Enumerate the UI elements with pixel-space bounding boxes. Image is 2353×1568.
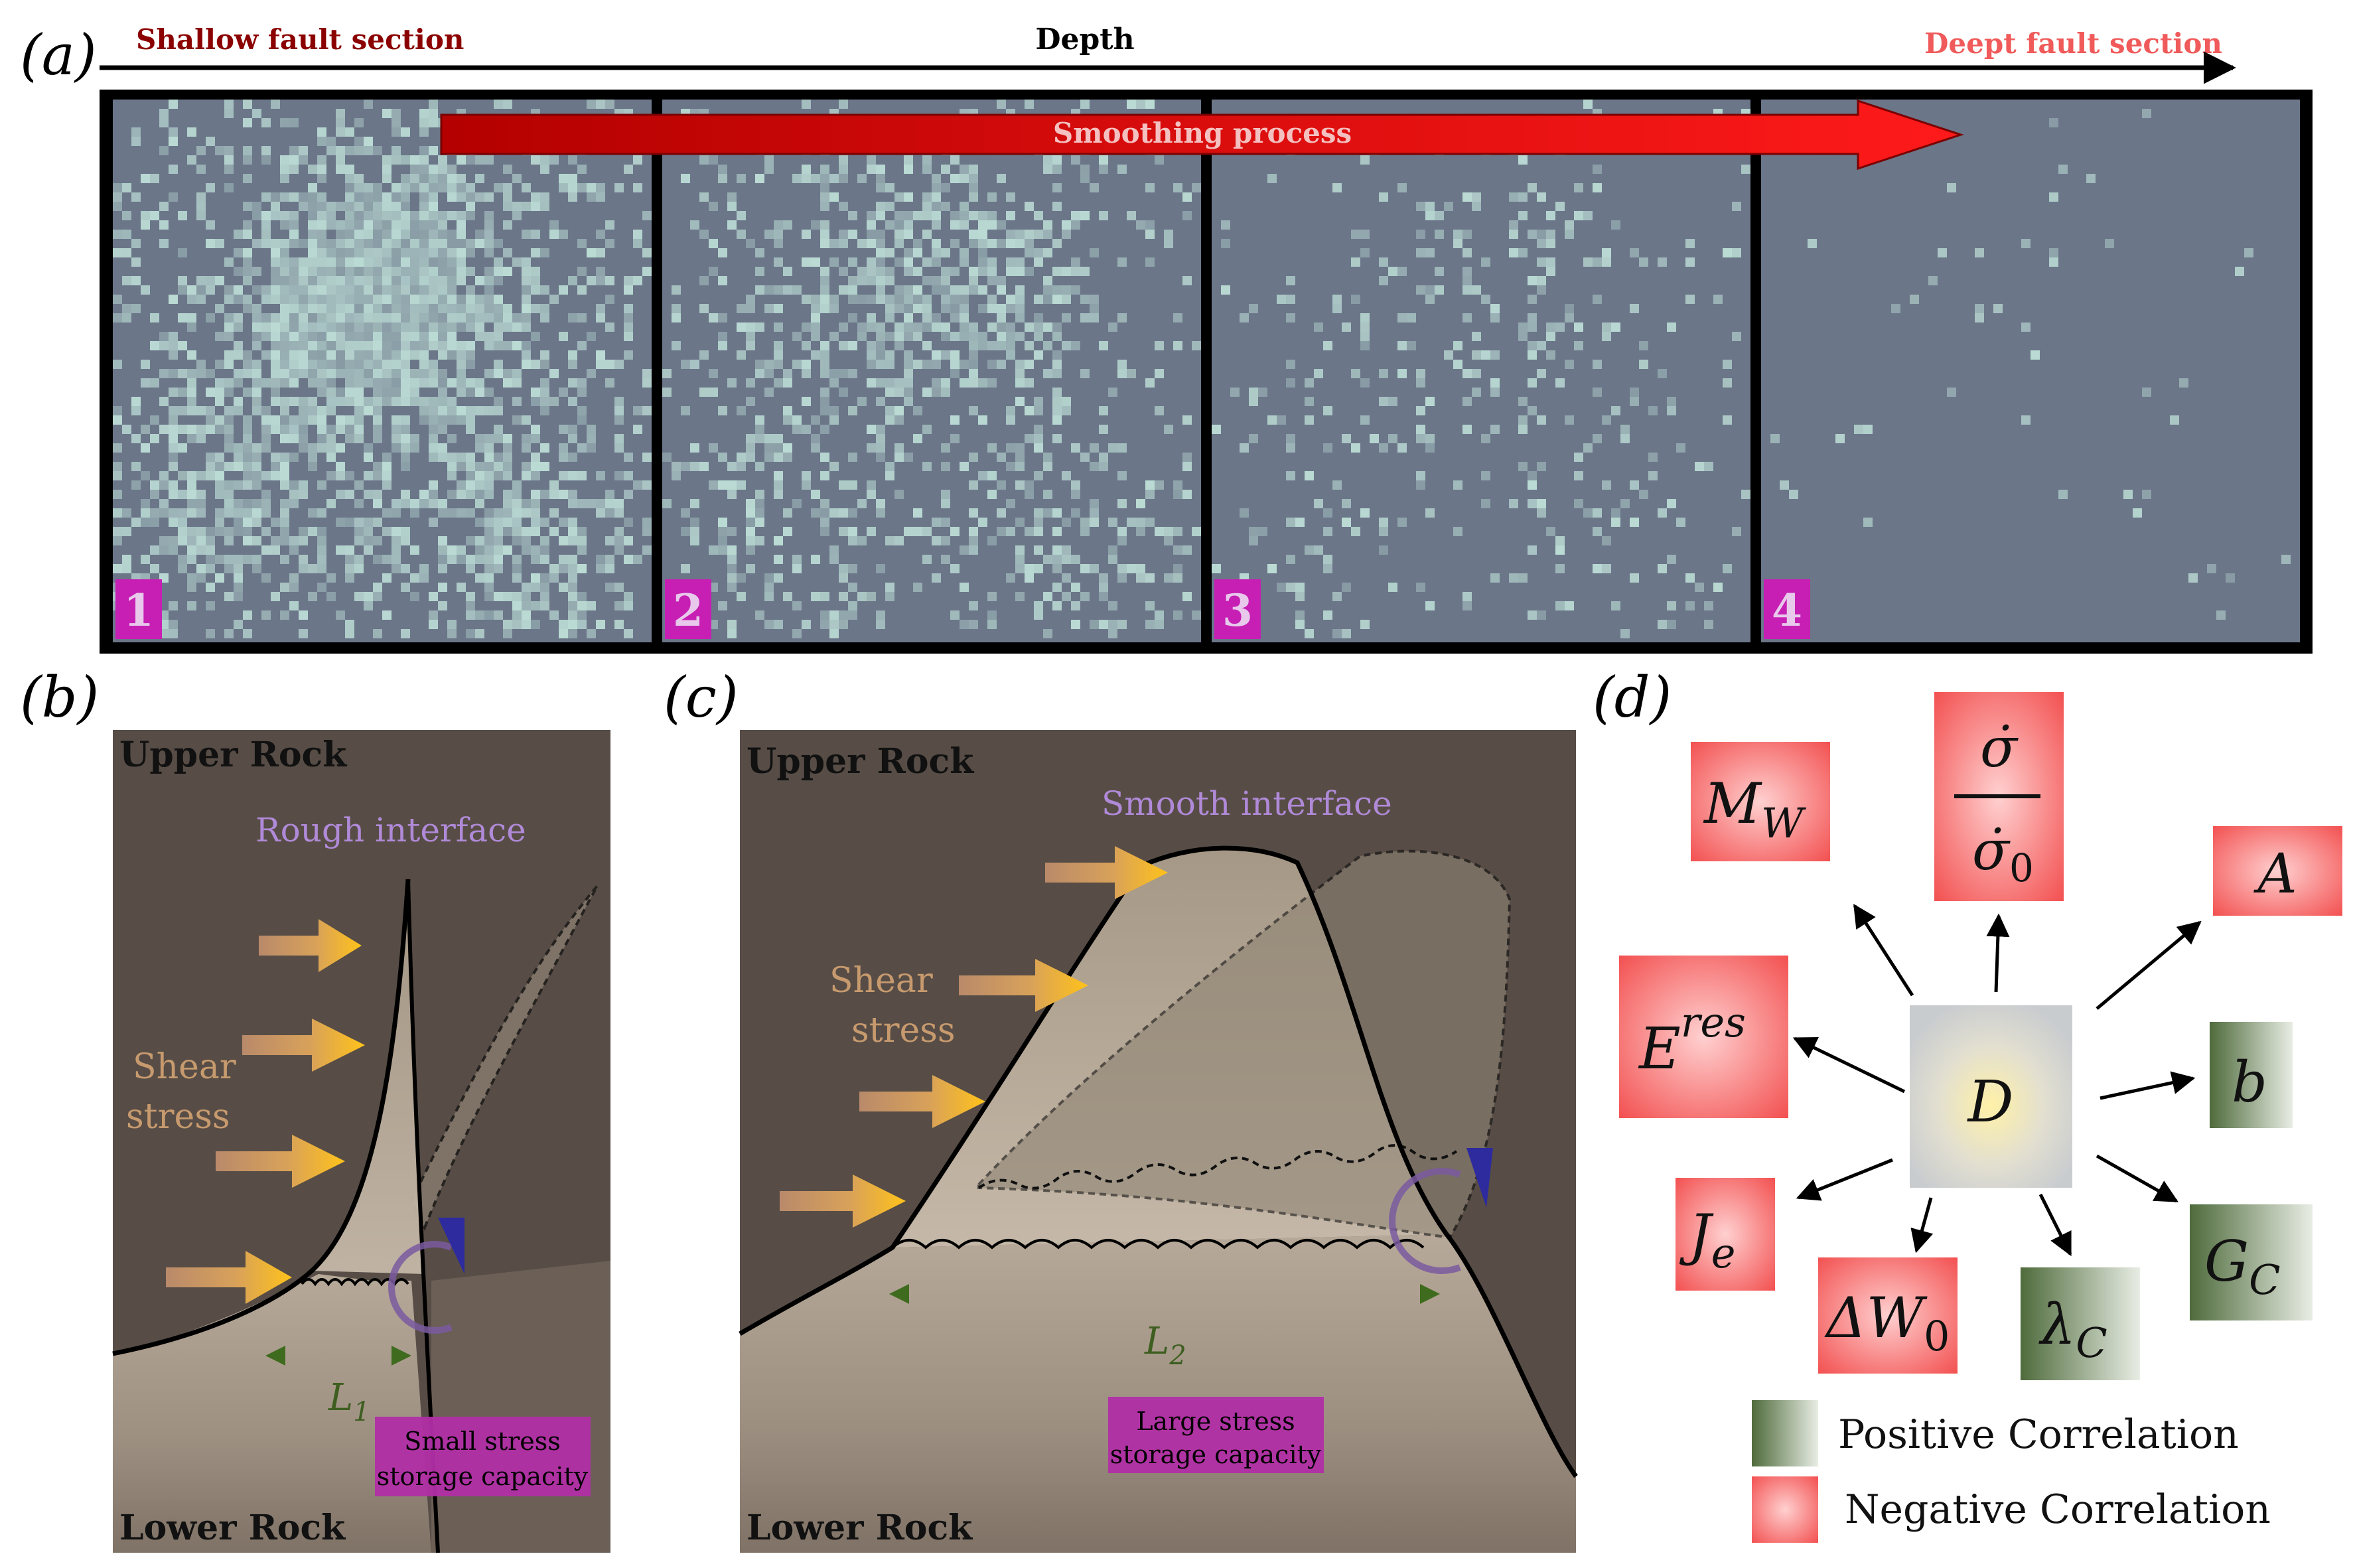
capacity-box-c <box>1108 1397 1324 1473</box>
correlation-arrows <box>1792 904 2202 1257</box>
shear-arrows-b <box>166 919 365 1304</box>
asperity-b <box>312 879 425 1274</box>
panel-a-label: (a) <box>20 23 97 88</box>
node-lc <box>2021 1267 2140 1380</box>
capacity-text-c-1: Large stress <box>1136 1407 1295 1436</box>
node-eres <box>1619 956 1788 1118</box>
node-lc-text: λC <box>2038 1292 2107 1367</box>
panel-c-label: (c) <box>664 665 739 730</box>
node-mw-text: MW <box>1703 771 1806 847</box>
panel-d: (d) D MW σ̇ σ̇0 A Eres <box>1593 665 2342 1543</box>
node-sigma-denominator: σ̇0 <box>1972 820 2034 891</box>
panel-c: (c) L2 Upper Rock Lower Rock Smooth inte… <box>664 665 1578 1553</box>
smoothing-label: Smoothing process <box>1053 117 1352 149</box>
lower-rock-b <box>113 1274 431 1553</box>
node-b-text: b <box>2232 1050 2267 1115</box>
node-mw <box>1691 742 1830 861</box>
roughness-tiles: 1 2 3 4 <box>113 100 2300 642</box>
smooth-contact-c <box>891 1239 1425 1249</box>
smooth-interface-label: Smooth interface <box>1102 784 1392 823</box>
legend-positive-swatch <box>1752 1400 1818 1466</box>
tile-2-badge <box>665 579 711 639</box>
node-dw-text: ΔW0 <box>1824 1285 1950 1360</box>
shear-arrows-c <box>780 846 1168 1228</box>
shear-stress-label-c-2: stress <box>851 1011 956 1050</box>
length-label-b: L1 <box>328 1376 370 1427</box>
capacity-text-b-1: Small stress <box>404 1427 561 1456</box>
tile-3-badge <box>1214 579 1261 639</box>
upper-rock-label-c: Upper Rock <box>747 741 974 782</box>
panel-b: (b) L1 Upper Rock Lower Rock Rough inter… <box>20 665 610 1553</box>
damage-node <box>1910 1005 2072 1188</box>
legend-negative-label: Negative Correlation <box>1845 1486 2271 1533</box>
node-eres-text: Eres <box>1638 998 1746 1082</box>
tile-1-number: 1 <box>123 585 154 636</box>
tile-2-background <box>662 100 1201 642</box>
displaced-asperity-c <box>977 849 1512 1240</box>
capacity-text-b-2: storage capacity <box>377 1462 589 1491</box>
node-gc-text: GC <box>2204 1229 2281 1304</box>
rotation-arrow-c <box>1389 1168 1461 1274</box>
panel-b-label: (b) <box>20 665 99 730</box>
length-label-c: L2 <box>1144 1320 1186 1371</box>
shallow-section-label: Shallow fault section <box>136 23 464 56</box>
smoothing-arrow <box>440 99 1964 171</box>
shear-stress-label-b-2: stress <box>126 1097 230 1137</box>
upper-rock-label-b: Upper Rock <box>119 735 347 775</box>
node-dw <box>1818 1257 1958 1374</box>
displaced-asperity-b <box>409 885 599 1231</box>
rotation-arrow-b <box>388 1241 453 1334</box>
node-sigma-numerator: σ̇ <box>1980 717 2019 780</box>
node-a <box>2213 826 2342 916</box>
tile-3-number: 3 <box>1222 585 1253 636</box>
tile-4-badge <box>1764 579 1810 639</box>
tile-1-badge <box>115 579 162 639</box>
legend-positive-label: Positive Correlation <box>1838 1411 2239 1458</box>
rough-interface-line <box>112 879 411 1356</box>
panel-d-label: (d) <box>1593 665 1672 730</box>
node-gc <box>2190 1204 2313 1320</box>
legend-negative-swatch <box>1752 1476 1818 1543</box>
node-b <box>2210 1022 2293 1128</box>
node-a-text: A <box>2253 843 2297 906</box>
node-je <box>1676 1178 1775 1291</box>
depth-label: Depth <box>1035 23 1134 56</box>
shear-stress-label-c-1: Shear <box>829 961 933 1001</box>
deep-section-label: Deept fault section <box>1924 27 2222 60</box>
capacity-text-c-2: storage capacity <box>1110 1440 1322 1469</box>
rough-interface-label: Rough interface <box>255 811 526 849</box>
lower-rock-c <box>740 1234 1576 1553</box>
shear-stress-label-b-1: Shear <box>133 1047 236 1087</box>
lower-rock-label-c: Lower Rock <box>747 1508 973 1548</box>
panel-a: (a) Shallow fault section Depth Deept fa… <box>20 23 2313 654</box>
tile-2-number: 2 <box>673 585 703 636</box>
capacity-box-b <box>375 1417 591 1496</box>
tile-1-patches <box>113 100 652 638</box>
lower-rock-label-b: Lower Rock <box>119 1508 346 1548</box>
damage-symbol: D <box>1967 1069 2014 1135</box>
tile-4-background <box>1761 100 2300 642</box>
tile-2-patches <box>662 100 1201 638</box>
tile-4-patches <box>1770 109 2291 620</box>
tile-4-number: 4 <box>1772 585 1802 636</box>
